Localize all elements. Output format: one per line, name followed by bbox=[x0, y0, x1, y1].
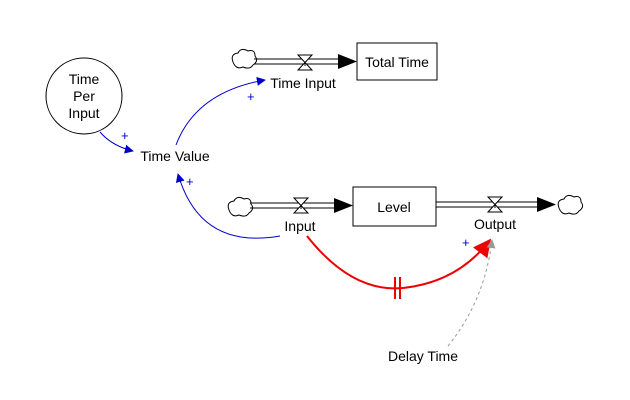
polarity-tv-to-ti: + bbox=[247, 89, 255, 104]
link-input-to-time-value bbox=[175, 173, 281, 239]
polarity-input-to-tv: + bbox=[186, 174, 194, 189]
time-per-input-label-line2: Per bbox=[73, 88, 95, 104]
valve-icon bbox=[486, 196, 504, 213]
total-time-label: Total Time bbox=[365, 54, 429, 70]
time-per-input-label-line3: Input bbox=[68, 105, 99, 121]
output-label[interactable]: Output bbox=[474, 216, 516, 232]
delay-link-input-to-output bbox=[306, 235, 492, 290]
level-label: Level bbox=[377, 199, 410, 215]
valve-icon bbox=[292, 197, 310, 214]
time-input-flow-pipe bbox=[254, 54, 357, 69]
valve-icon bbox=[296, 54, 314, 71]
cloud-icon bbox=[227, 196, 254, 217]
cloud-icon bbox=[557, 194, 584, 215]
input-flow-pipe bbox=[250, 198, 353, 213]
link-tpi-to-time-value bbox=[99, 131, 134, 154]
input-label[interactable]: Input bbox=[284, 218, 315, 234]
time-value-label[interactable]: Time Value bbox=[140, 148, 209, 164]
output-flow-pipe bbox=[436, 197, 556, 212]
time-input-label[interactable]: Time Input bbox=[270, 75, 336, 91]
time-per-input-node[interactable] bbox=[45, 57, 123, 135]
time-per-input-label-line1: Time bbox=[69, 71, 100, 87]
cloud-icon bbox=[231, 48, 258, 69]
delay-time-label[interactable]: Delay Time bbox=[388, 348, 458, 364]
total-time-stock[interactable] bbox=[356, 42, 438, 81]
link-delay-time-to-output bbox=[447, 239, 496, 347]
link-tv-to-time-input bbox=[175, 76, 266, 146]
polarity-tpi-to-tv: + bbox=[121, 128, 129, 143]
polarity-input-to-output: + bbox=[462, 235, 470, 250]
delay-mark-icon bbox=[394, 277, 401, 299]
